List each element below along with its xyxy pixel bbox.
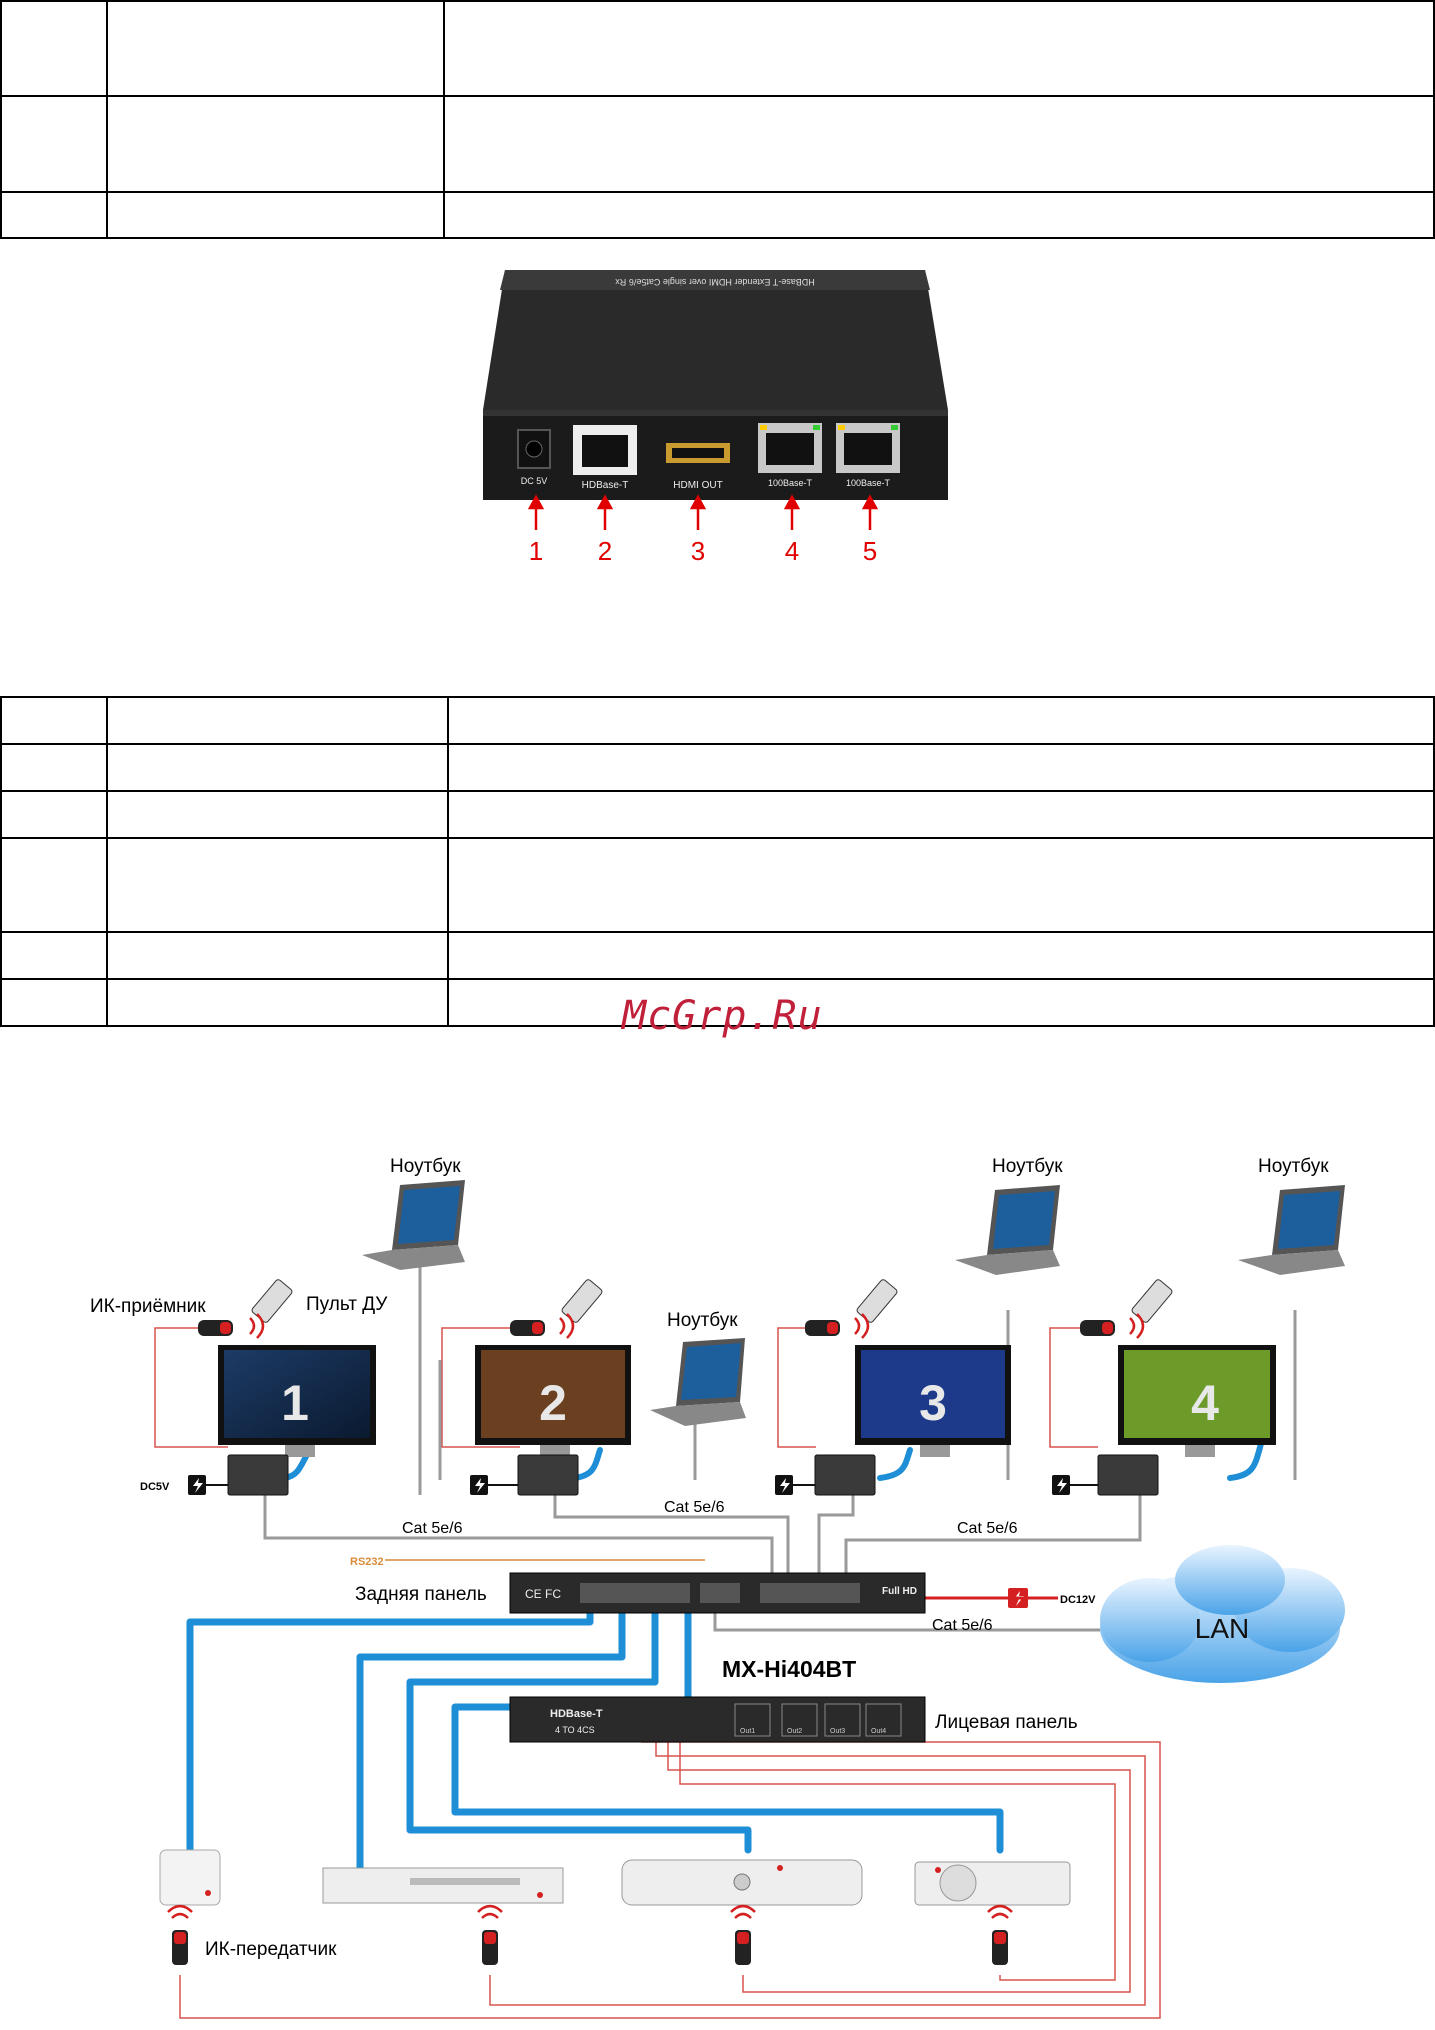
laptop-1-label: Ноутбук: [390, 1156, 461, 1177]
switcher-rear: CE FC Full HD: [509, 1572, 926, 1614]
ir-receiver-label: ИК-приёмник: [90, 1296, 206, 1317]
laptop-3: [955, 1185, 1060, 1275]
ports-table: [0, 696, 1435, 1027]
callout-1: 1: [529, 536, 543, 565]
callout-3: 3: [691, 536, 705, 565]
port-label-hdmi: HDMI OUT: [673, 480, 722, 491]
cat-label-1: Cat 5e/6: [402, 1520, 463, 1537]
laptop-2-label: Ноутбук: [667, 1310, 738, 1331]
svg-text:4 TO 4CS: 4 TO 4CS: [555, 1725, 595, 1735]
svg-text:Out3: Out3: [830, 1728, 845, 1735]
svg-text:3: 3: [919, 1375, 947, 1431]
svg-text:Full HD: Full HD: [882, 1586, 917, 1597]
svg-text:2: 2: [539, 1375, 567, 1431]
callout-4: 4: [785, 536, 799, 565]
extender-boxes: [227, 1454, 1159, 1496]
port-label-lan2: 100Base-T: [846, 478, 891, 488]
lan-cloud-icon: LAN: [1100, 1545, 1345, 1683]
laptop-1: [362, 1180, 465, 1270]
game-console: [914, 1861, 1071, 1906]
apple-tv: [159, 1849, 221, 1906]
top-table: [0, 0, 1435, 239]
monitor-3: 3: [855, 1345, 1011, 1457]
power-icon: [188, 1475, 1070, 1608]
laptop-3-label: Ноутбук: [992, 1156, 1063, 1177]
connection-diagram: RS232 Ноутбук Ноутбук: [90, 1156, 1345, 2019]
device-photo: HDBase-T Extender HDMI over single Cat5e…: [483, 270, 948, 565]
table-row: [0, 696, 1435, 745]
rs232-label: RS232: [350, 1556, 384, 1568]
cat-label-3: Cat 5e/6: [957, 1520, 1018, 1537]
ir-receiver-icon: [198, 1320, 1115, 1336]
ir-signal-icon: [249, 1313, 1145, 1339]
laptop-2: [650, 1338, 746, 1426]
port-label-lan1: 100Base-T: [768, 478, 813, 488]
laptop-4-label: Ноутбук: [1258, 1156, 1329, 1177]
svg-text:1: 1: [281, 1375, 309, 1431]
svg-text:CE FC: CE FC: [525, 1587, 561, 1601]
svg-text:Out1: Out1: [740, 1728, 755, 1735]
monitor-4: 4: [1118, 1345, 1276, 1457]
remote-icon: [251, 1279, 1173, 1323]
cat-label-4: Cat 5e/6: [932, 1617, 993, 1634]
front-panel-label: Лицевая панель: [935, 1712, 1078, 1733]
callout-2: 2: [598, 536, 612, 565]
ir-transmitter-icon: [172, 1930, 1008, 1965]
table-row: [0, 743, 1435, 792]
monitor-2: 2: [475, 1345, 631, 1457]
device-top-label: HDBase-T Extender HDMI over single Cat5e…: [615, 277, 815, 287]
media-player: [621, 1859, 863, 1906]
switcher-front: HDBase-T 4 TO 4CS Out1 Out2 Out3 Out4: [509, 1696, 926, 1743]
device-top-face: [483, 270, 948, 410]
table-row: [0, 837, 1435, 933]
table-row: [0, 931, 1435, 980]
lan-label: LAN: [1195, 1613, 1249, 1644]
monitor-1: 1: [218, 1345, 376, 1457]
remote-label: Пульт ДУ: [306, 1294, 388, 1315]
cat-label-2: Cat 5e/6: [664, 1499, 725, 1516]
port-label-dc: DC 5V: [521, 476, 548, 486]
model-label: MX-Hi404BT: [722, 1656, 856, 1682]
svg-text:4: 4: [1191, 1375, 1219, 1431]
dc12v-label: DC12V: [1060, 1594, 1096, 1606]
port-label-hdbaset: HDBase-T: [582, 480, 629, 491]
table-row: [0, 191, 1435, 239]
svg-text:Out4: Out4: [871, 1728, 886, 1735]
svg-text:HDBase-T: HDBase-T: [550, 1708, 603, 1720]
laptop-4: [1238, 1185, 1345, 1275]
table-row: [0, 0, 1435, 97]
callout-5: 5: [863, 536, 877, 565]
table-row: [0, 790, 1435, 839]
rear-panel-label: Задняя панель: [355, 1584, 487, 1605]
ir-transmitter-label: ИК-передатчик: [205, 1939, 337, 1960]
bluray-player: [322, 1867, 564, 1904]
table-row: [0, 95, 1435, 193]
watermark: McGrp.Ru: [622, 993, 823, 1039]
table-row: [0, 978, 1435, 1027]
svg-text:Out2: Out2: [787, 1728, 802, 1735]
dc5v-label: DC5V: [140, 1481, 170, 1493]
